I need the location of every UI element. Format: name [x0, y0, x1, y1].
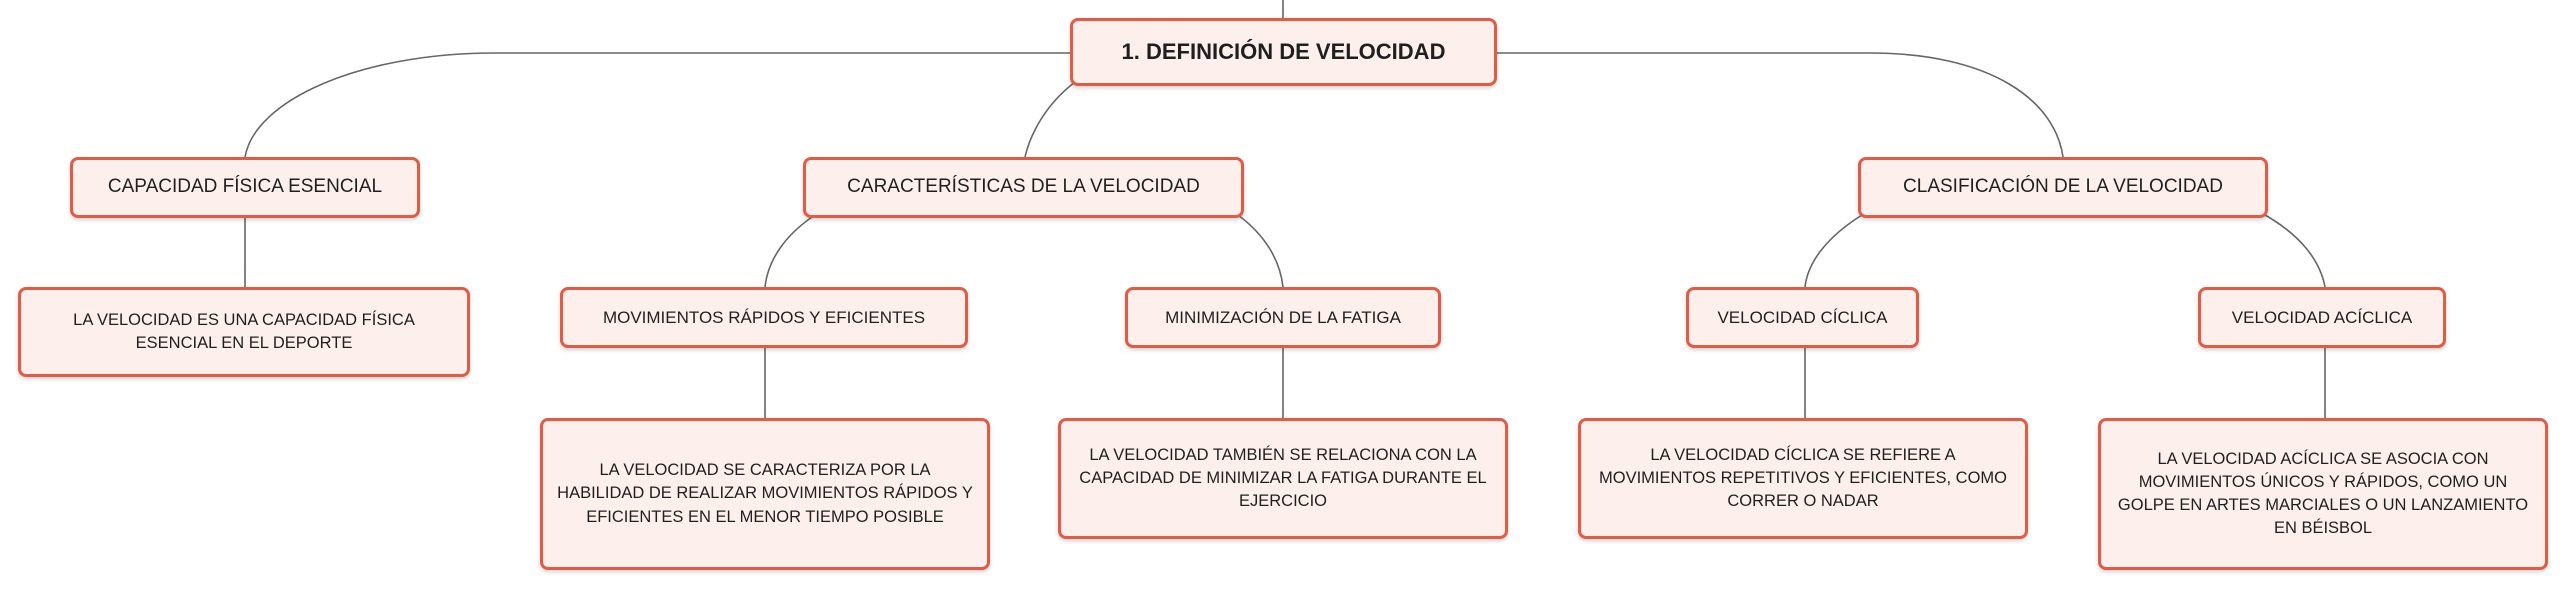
branch-caracteristicas-velocidad[interactable]: CARACTERÍSTICAS DE LA VELOCIDAD	[803, 157, 1244, 218]
branch-capacidad-fisica-esencial[interactable]: CAPACIDAD FÍSICA ESENCIAL	[70, 157, 420, 218]
root-node[interactable]: 1. DEFINICIÓN DE VELOCIDAD	[1070, 18, 1497, 86]
detail-movimientos-rapidos[interactable]: LA VELOCIDAD SE CARACTERIZA POR LA HABIL…	[540, 418, 990, 570]
connector-root-caracteristicas	[1024, 81, 1076, 158]
branch-clasificacion-velocidad[interactable]: CLASIFICACIÓN DE LA VELOCIDAD	[1858, 157, 2268, 218]
connector-clasificacion-aciclica	[2264, 214, 2326, 288]
node-movimientos-rapidos[interactable]: MOVIMIENTOS RÁPIDOS Y EFICIENTES	[560, 287, 968, 348]
node-velocidad-aciclica[interactable]: VELOCIDAD ACÍCLICA	[2198, 287, 2446, 348]
connector-root-clasificacion	[1497, 52, 2064, 158]
leaf-capacidad-fisica-esencial[interactable]: LA VELOCIDAD ES UNA CAPACIDAD FÍSICA ESE…	[18, 287, 470, 377]
node-minimizacion-fatiga[interactable]: MINIMIZACIÓN DE LA FATIGA	[1125, 287, 1441, 348]
connector-root-capacidad	[244, 52, 1070, 158]
connector-clasificacion-ciclica	[1804, 214, 1863, 288]
detail-velocidad-ciclica[interactable]: LA VELOCIDAD CÍCLICA SE REFIERE A MOVIMI…	[1578, 418, 2028, 539]
detail-velocidad-aciclica[interactable]: LA VELOCIDAD ACÍCLICA SE ASOCIA CON MOVI…	[2098, 418, 2548, 570]
connector-caracteristicas-movimientos	[764, 214, 816, 288]
connector-caracteristicas-minimizacion	[1237, 214, 1284, 288]
node-velocidad-ciclica[interactable]: VELOCIDAD CÍCLICA	[1686, 287, 1919, 348]
detail-minimizacion-fatiga[interactable]: LA VELOCIDAD TAMBIÉN SE RELACIONA CON LA…	[1058, 418, 1508, 539]
